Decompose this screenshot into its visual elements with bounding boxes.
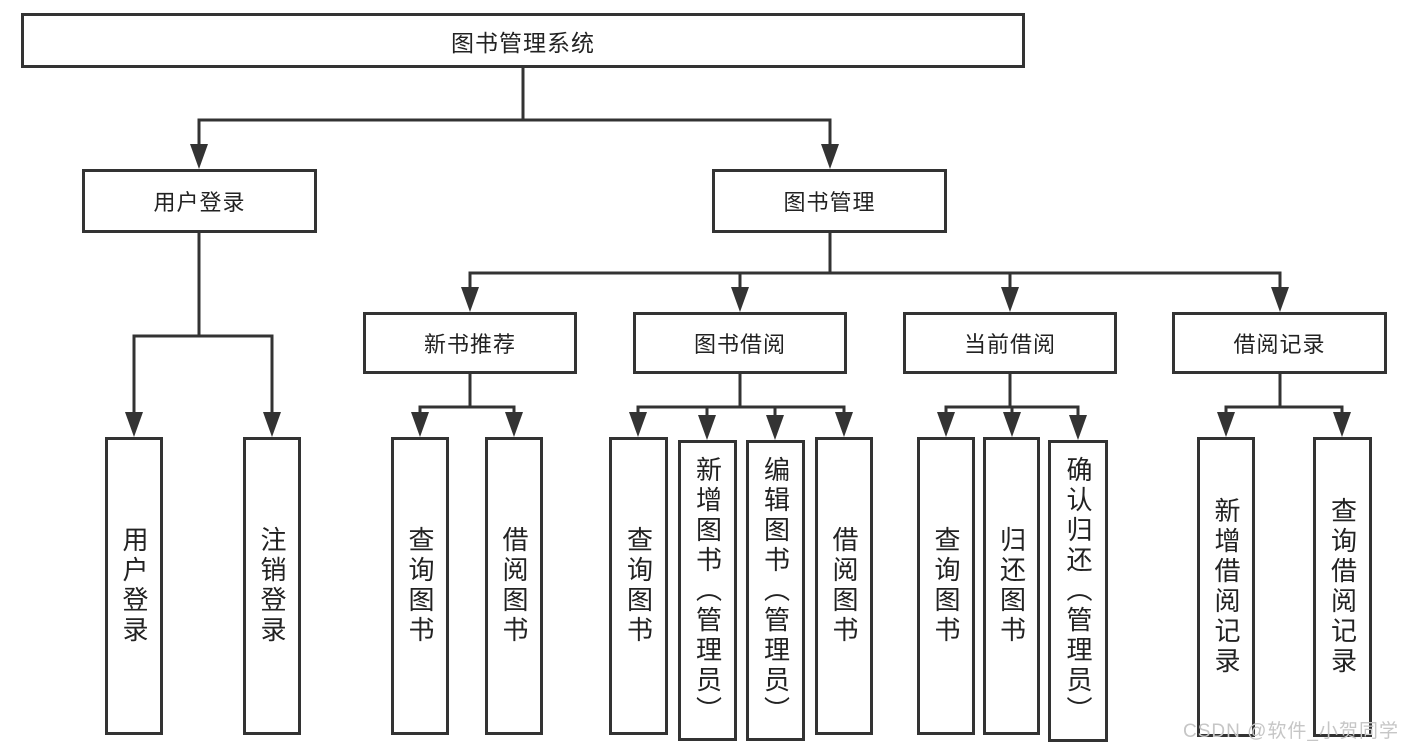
node-label: 图书管理系统 <box>451 29 595 56</box>
connector-borrowrecord-to-leaves <box>1217 372 1351 437</box>
node-book-borrowing: 图书借阅 <box>633 312 847 374</box>
leaf-newrec-query-books: 查询图书 <box>391 437 449 735</box>
node-label: 编辑图书（管理员） <box>760 455 791 726</box>
node-label: 图书管理 <box>783 190 876 215</box>
csdn-watermark: CSDN @软件_小贺同学 <box>1183 721 1399 742</box>
leaf-add-borrow-record: 新增借阅记录 <box>1197 437 1255 737</box>
leaf-logout: 注销登录 <box>243 437 301 735</box>
node-label: 当前借阅 <box>963 332 1056 357</box>
leaf-edit-books-admin: 编辑图书（管理员） <box>746 440 805 741</box>
connector-currentborrow-to-leaves <box>937 372 1087 440</box>
leaf-borrow-books: 借阅图书 <box>815 437 873 735</box>
connector-root-to-level2 <box>190 66 839 169</box>
leaf-query-borrow-record: 查询借阅记录 <box>1313 437 1372 737</box>
node-label: 注销登录 <box>257 526 287 646</box>
leaf-current-query-books: 查询图书 <box>917 437 975 735</box>
node-label: 借阅记录 <box>1233 332 1326 357</box>
connector-bookborrow-to-leaves <box>629 372 853 440</box>
node-label: 用户登录 <box>119 526 149 646</box>
connector-userlogin-to-leaves <box>125 231 281 437</box>
connector-bookmgmt-to-level3 <box>461 231 1289 312</box>
leaf-return-books: 归还图书 <box>983 437 1040 735</box>
node-borrowing-records: 借阅记录 <box>1172 312 1387 374</box>
node-label: 借阅图书 <box>499 526 529 646</box>
node-label: 用户登录 <box>153 190 246 215</box>
connector-newbookrec-to-leaves <box>411 372 523 437</box>
leaf-confirm-return-admin: 确认归还（管理员） <box>1048 440 1108 742</box>
node-library-management-system: 图书管理系统 <box>21 13 1025 68</box>
node-label: 新书推荐 <box>423 332 516 357</box>
node-current-borrowing: 当前借阅 <box>903 312 1117 374</box>
leaf-newrec-borrow-books: 借阅图书 <box>485 437 543 735</box>
leaf-borrow-query-books: 查询图书 <box>609 437 668 735</box>
node-label: 归还图书 <box>996 526 1027 646</box>
leaf-user-login: 用户登录 <box>105 437 163 735</box>
node-label: 查询借阅记录 <box>1327 497 1358 677</box>
node-label: 查询图书 <box>931 526 961 646</box>
node-label: 确认归还（管理员） <box>1063 456 1093 726</box>
node-label: 图书借阅 <box>693 332 786 357</box>
node-label: 借阅图书 <box>829 526 859 646</box>
node-book-management: 图书管理 <box>712 169 947 233</box>
node-label: 查询图书 <box>623 526 654 646</box>
node-user-login-branch: 用户登录 <box>82 169 317 233</box>
node-label: 新增借阅记录 <box>1211 497 1241 677</box>
node-label: 新增图书（管理员） <box>692 455 723 726</box>
node-label: 查询图书 <box>405 526 435 646</box>
node-new-book-recommend: 新书推荐 <box>363 312 577 374</box>
leaf-add-books-admin: 新增图书（管理员） <box>678 440 737 741</box>
